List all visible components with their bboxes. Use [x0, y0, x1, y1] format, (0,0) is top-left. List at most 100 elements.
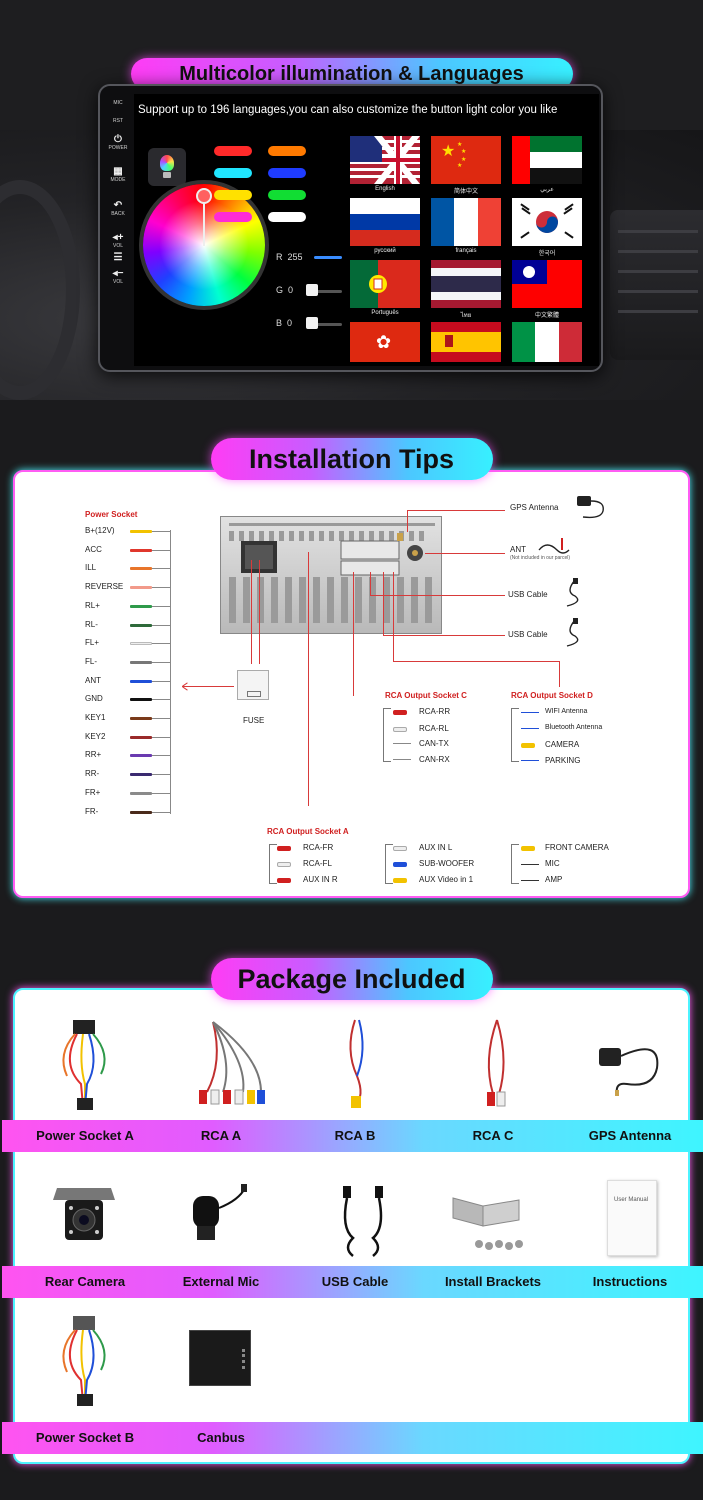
green-slider[interactable] — [306, 290, 342, 293]
package-item-label: Power Socket B — [35, 1430, 135, 1445]
route-line — [251, 560, 252, 664]
menu-button[interactable]: ☰ — [104, 252, 132, 263]
flag-thailand[interactable] — [431, 260, 501, 308]
head-unit-screen: Support up to 196 languages,you can also… — [134, 94, 599, 366]
rca-c-item: RCA-RL — [419, 724, 449, 733]
wire-tail — [152, 774, 170, 776]
green-value: 0 — [288, 285, 294, 295]
rca-b-image — [349, 1019, 364, 1108]
svg-text:★: ★ — [461, 156, 466, 163]
blue-slider[interactable] — [306, 323, 342, 326]
color-wheel-knob[interactable] — [196, 188, 212, 204]
light-bulb-tile[interactable] — [148, 148, 186, 186]
rca-a-item: RCA-FL — [303, 859, 332, 868]
wire-color-stub — [130, 642, 152, 646]
flag-spain[interactable] — [431, 322, 501, 362]
flag-korea[interactable] — [512, 198, 582, 246]
antenna-plug-icon — [538, 538, 570, 554]
volume-down-button[interactable]: ◂−VOL — [104, 268, 132, 285]
color-swatch[interactable] — [268, 190, 306, 200]
instructions-image: User Manual — [607, 1180, 657, 1256]
blue-slider-thumb[interactable] — [306, 317, 318, 329]
power-wire-label: KEY1 — [85, 713, 106, 722]
route-line — [259, 560, 260, 664]
color-swatch[interactable] — [268, 212, 306, 222]
flag-uae[interactable] — [512, 136, 582, 184]
arrow-to-power — [182, 686, 234, 687]
color-swatch[interactable] — [214, 146, 252, 156]
flag-hong-kong[interactable]: ✿ — [350, 322, 420, 362]
wire-tail — [152, 736, 170, 738]
rca-a2-item: AUX Video in 1 — [419, 875, 474, 884]
arrow-head — [182, 686, 188, 691]
power-socket-a-image — [62, 1020, 106, 1110]
ant-note: (Not included in our parcel) — [510, 555, 571, 561]
package-label-band — [2, 1422, 703, 1454]
menu-icon: ☰ — [113, 252, 123, 263]
color-swatch[interactable] — [268, 146, 306, 156]
wire-tail — [152, 624, 170, 626]
power-wire-label: B+(12V) — [85, 526, 115, 535]
route-line-usb2 — [370, 595, 505, 596]
flag-china[interactable]: ★★★★★ — [431, 136, 501, 184]
power-wire-label: FL+ — [85, 638, 100, 648]
flag-portugal[interactable] — [350, 260, 420, 308]
color-swatch[interactable] — [214, 212, 252, 222]
rca-d-item: Bluetooth Antenna — [545, 724, 603, 731]
back-button[interactable]: ↶BACK — [104, 200, 132, 217]
flag-russia[interactable] — [350, 198, 420, 246]
reset-button[interactable]: RST — [104, 118, 132, 124]
wire-color-stub — [130, 530, 152, 533]
wire — [393, 743, 411, 744]
rca-a-item: AUX IN R — [303, 875, 338, 884]
vol-up-label: VOL — [112, 243, 123, 249]
wire-color-stub — [130, 791, 152, 795]
color-swatch[interactable] — [214, 190, 252, 200]
rca-a-image — [199, 1021, 265, 1105]
svg-text:★: ★ — [441, 143, 455, 160]
wire-tail — [152, 549, 170, 551]
blue-label: B 0 — [276, 318, 293, 328]
bracket — [511, 708, 519, 762]
head-unit-device: MIC RST ⏻POWER ▦MODE ↶BACK ◂+VOL ☰ ◂−VOL… — [98, 84, 603, 372]
mic-label: MIC — [113, 100, 123, 106]
color-swatch[interactable] — [268, 168, 306, 178]
external-mic-image — [193, 1184, 247, 1240]
lang-label: English — [375, 186, 395, 192]
power-wire-label: FR- — [85, 806, 99, 816]
power-button[interactable]: ⏻POWER — [104, 134, 132, 151]
red-slider[interactable] — [314, 256, 342, 259]
rca-c-item: CAN-RX — [419, 755, 450, 764]
package-item-label: Canbus — [197, 1430, 245, 1445]
mode-button[interactable]: ▦MODE — [104, 166, 132, 183]
power-wire-label: ANT — [85, 675, 101, 685]
flag-taiwan[interactable] — [512, 260, 582, 308]
red-value: 255 — [287, 252, 303, 262]
package-item-label: USB Cable — [321, 1274, 389, 1289]
side-button-column: MIC RST ⏻POWER ▦MODE ↶BACK ◂+VOL ☰ ◂−VOL — [100, 96, 134, 366]
power-socket-title: Power Socket — [85, 510, 138, 519]
color-wheel[interactable] — [143, 184, 265, 306]
mic-hole: MIC — [104, 100, 132, 106]
volume-up-button[interactable]: ◂+VOL — [104, 232, 132, 249]
power-wire-label: FL- — [85, 656, 97, 666]
rca-a3-item: AMP — [545, 875, 563, 884]
green-slider-thumb[interactable] — [306, 284, 318, 296]
package-item-label: Rear Camera — [44, 1274, 126, 1289]
rca-a2-item: AUX IN L — [419, 843, 453, 852]
wire — [521, 880, 539, 881]
flag-italy[interactable] — [512, 322, 582, 362]
gps-antenna-image — [599, 1048, 659, 1096]
reset-label: RST — [113, 118, 123, 124]
wire-tail — [152, 755, 170, 757]
power-socket-b-image — [62, 1316, 106, 1406]
rca-d-item: CAMERA — [545, 740, 580, 749]
route-line-a — [308, 552, 309, 806]
wire-color-stub — [130, 810, 152, 814]
flag-france[interactable] — [431, 198, 501, 246]
lang-label: русский — [374, 248, 396, 254]
color-swatch[interactable] — [214, 168, 252, 178]
wire — [521, 864, 539, 865]
manual-title: User Manual — [614, 1197, 649, 1203]
flag-uk-us[interactable] — [350, 136, 420, 184]
